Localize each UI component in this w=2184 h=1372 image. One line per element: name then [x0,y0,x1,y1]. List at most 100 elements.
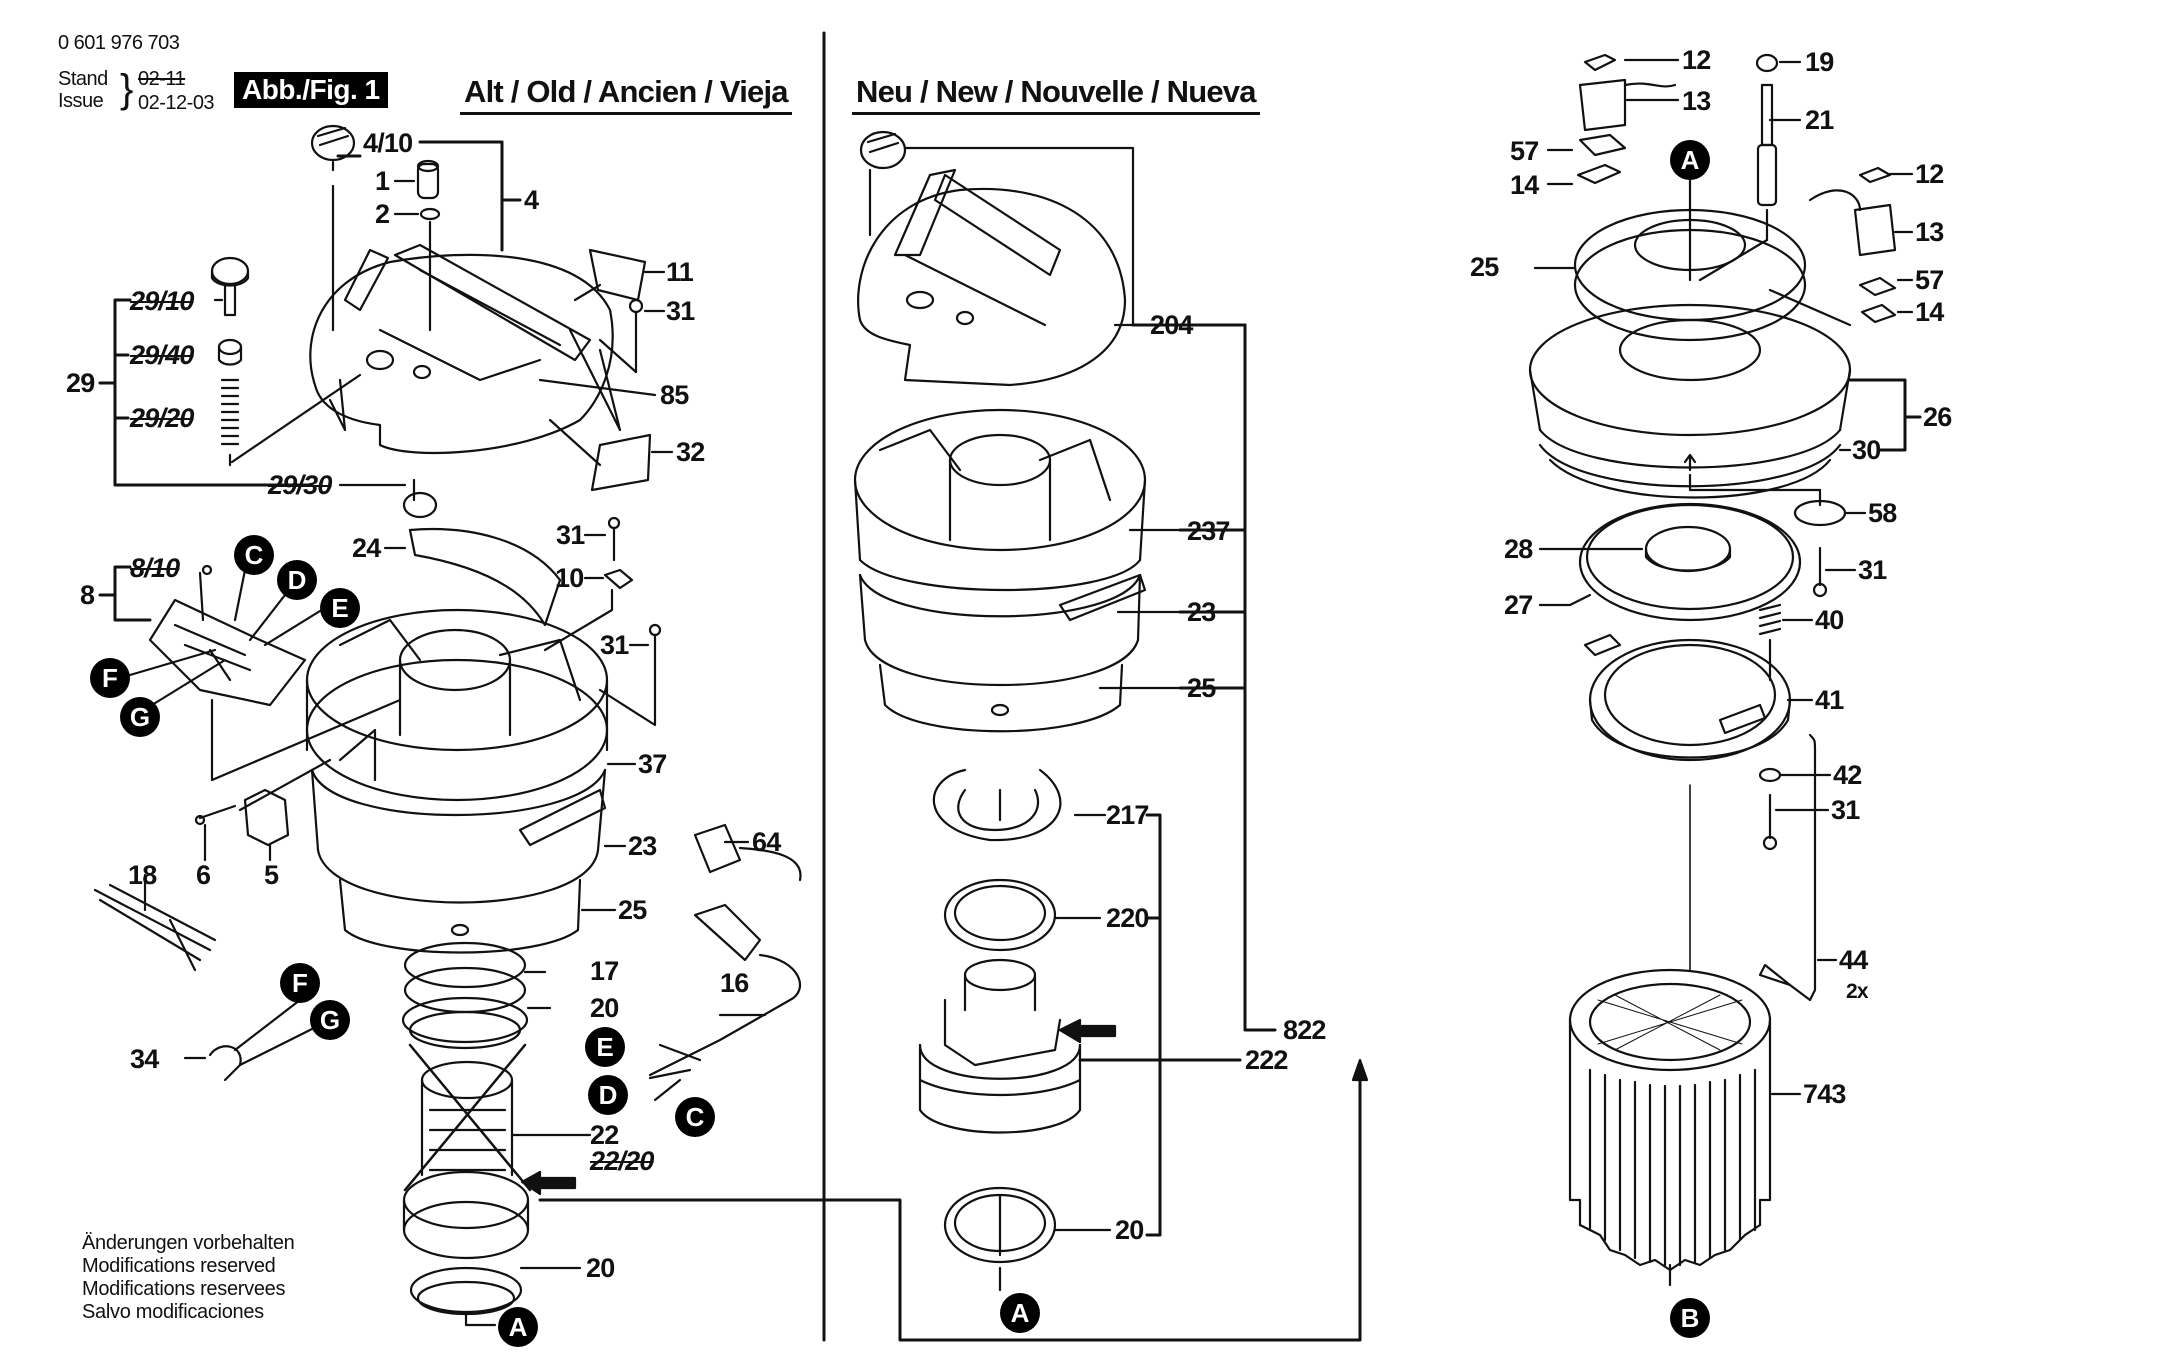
label-204: 204 [1150,310,1193,340]
label-20-old-top: 20 [590,993,619,1023]
label-25-old: 25 [618,895,647,925]
label-64: 64 [752,827,781,857]
label-37: 37 [638,749,667,779]
label-27: 27 [1504,590,1533,620]
heading-new: Neu / New / Nouvelle / Nueva [852,74,1260,115]
brace-icon: } [120,67,134,111]
callout-a-new: A [1000,1293,1040,1333]
old-screw-6 [194,758,332,862]
old-switch-5 [243,788,290,862]
label-222: 222 [1245,1045,1288,1075]
right-spring-40 [1758,603,1814,682]
callout-c-module: C [234,535,274,575]
part-number: 0 601 976 703 [58,32,180,54]
right-float-rod-21 [1698,83,1802,282]
old-screw-31a [598,298,666,374]
right-relay-13b [1808,189,1914,257]
label-29-10: 29/10 [130,286,194,316]
old-screw-31b [583,516,621,562]
label-44-quantity: 2x [1846,980,1869,1003]
label-29-40: 29/40 [130,340,194,370]
modifications-reserved-note: Änderungen vorbehalten Modifications res… [82,1232,295,1324]
right-cartridge-filter-743 [1568,968,1802,1287]
right-pad-57a [1578,133,1627,157]
label-22: 22 [590,1120,619,1150]
connector-line-old-to-new [538,1073,1362,1342]
label-743: 743 [1803,1079,1846,1109]
note-line-de: Änderungen vorbehalten [82,1232,295,1254]
label-34: 34 [130,1044,159,1074]
label-10: 10 [555,563,584,593]
old-lid-cap [310,124,356,172]
label-23-new: 23 [1187,597,1216,627]
old-lid-part1 [416,159,440,200]
label-31-right-top: 31 [1858,555,1887,585]
label-8: 8 [80,580,95,610]
label-42: 42 [1833,760,1862,790]
right-screw-31a [1812,546,1857,598]
stand-label: Stand [58,68,108,90]
label-40: 40 [1815,605,1844,635]
label-2: 2 [375,199,390,229]
label-19: 19 [1805,47,1834,77]
label-30: 30 [1852,435,1881,465]
new-ring-20 [943,1186,1057,1292]
label-822: 822 [1283,1015,1326,1045]
label-25-new: 25 [1187,673,1216,703]
old-screw-31c [598,623,662,727]
old-container-23 [310,768,607,852]
old-knob-29-10 [210,256,250,317]
label-12-top: 12 [1682,45,1711,75]
note-line-en: Modifications reserved [82,1255,276,1277]
old-ring-20b [409,1266,582,1327]
leader-new-lid [903,146,1135,327]
right-cap-58 [1793,499,1867,527]
note-line-es: Salvo modificaciones [82,1301,264,1323]
label-13-top: 13 [1682,86,1711,116]
callout-g-module: G [120,697,160,737]
new-motor-arrow-icon [1058,1018,1117,1044]
figure-label: Abb./Fig. 1 [234,72,388,108]
old-foot-29-30 [402,478,438,519]
callout-a-right: A [1670,140,1710,180]
leader-29-bracket [113,298,312,487]
label-20-old-bottom: 20 [586,1253,615,1283]
heading-old: Alt / Old / Ancien / Vieja [460,74,792,115]
issue-label: Issue [58,90,104,112]
right-motor-cover-26 [1528,303,1852,469]
label-5: 5 [264,860,279,890]
label-237: 237 [1187,516,1230,546]
label-85: 85 [660,380,689,410]
label-14-left: 14 [1510,170,1539,200]
right-gasket-30 [1538,443,1842,507]
old-spring-29-20 [220,378,240,446]
label-14-right: 14 [1915,297,1944,327]
right-screw-31b [1762,793,1830,851]
label-21: 21 [1805,105,1834,135]
issue-date: 02-12-03 [138,92,215,114]
label-57-right: 57 [1915,265,1944,295]
callout-c-cord: C [675,1097,715,1137]
right-seal-ring-27 [1538,502,1802,622]
callout-e-cord: E [585,1027,625,1067]
old-date: 02-11 [138,68,186,90]
label-22-20: 22/20 [590,1146,654,1176]
old-ring-20a [401,996,552,1050]
old-relay-64 [693,823,802,882]
label-12-right: 12 [1915,159,1944,189]
old-cable-tie-18 [93,873,217,972]
right-washer-42 [1758,767,1832,783]
label-20-new: 20 [1115,1215,1144,1245]
filter-mesh [1597,994,1743,1051]
label-6: 6 [196,860,211,890]
label-31-head: 31 [556,520,585,550]
label-31-side: 31 [600,630,629,660]
callout-a-old: A [498,1307,538,1347]
right-relay-13a [1578,78,1680,132]
connector-arrowhead-icon [1351,1058,1369,1082]
old-clip-10 [543,568,634,652]
note-line-fr: Modifications reservees [82,1278,286,1300]
label-11: 11 [666,257,694,287]
right-connector-12a [1583,53,1680,72]
